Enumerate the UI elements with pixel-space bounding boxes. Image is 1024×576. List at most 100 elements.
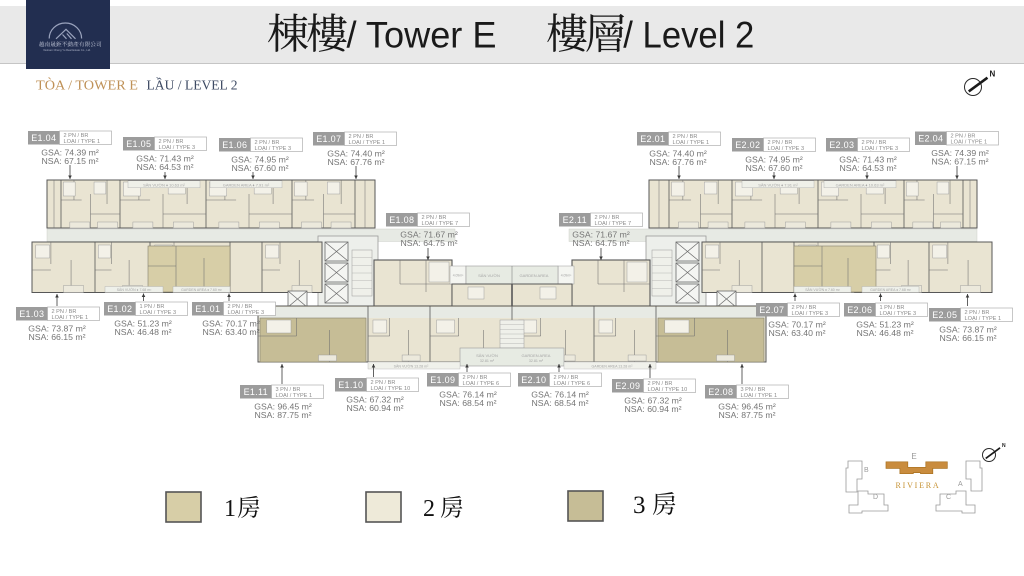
svg-text:NSA: 64.53 m²: NSA: 64.53 m² [137, 162, 194, 172]
svg-text:GSA: 67.32 m²: GSA: 67.32 m² [624, 396, 682, 406]
svg-text:2 PN / BR: 2 PN / BR [673, 134, 698, 140]
svg-text:TÒA / TOWER E: TÒA / TOWER E [36, 78, 138, 93]
svg-text:GSA: 51.23 m²: GSA: 51.23 m² [114, 319, 172, 329]
svg-text:GSA: 74.39 m²: GSA: 74.39 m² [41, 148, 99, 158]
svg-text:32.81 m²: 32.81 m² [480, 359, 495, 363]
svg-text:SÂN VƯỜN ♦ 7.68 m²: SÂN VƯỜN ♦ 7.68 m² [117, 287, 152, 292]
svg-text:NSA: 66.15 m²: NSA: 66.15 m² [940, 333, 997, 343]
svg-text:2 PN / BR: 2 PN / BR [255, 140, 280, 146]
svg-text:GSA: 70.17 m²: GSA: 70.17 m² [202, 319, 260, 329]
svg-text:E1.06: E1.06 [222, 140, 247, 150]
svg-text:LOẠI / TYPE 1: LOẠI / TYPE 1 [741, 393, 778, 399]
svg-text:GSA: 74.95 m²: GSA: 74.95 m² [745, 155, 803, 165]
svg-text:NSA: 63.40 m²: NSA: 63.40 m² [203, 327, 260, 337]
svg-text:E1.09: E1.09 [430, 375, 455, 385]
svg-text:2 PN / BR: 2 PN / BR [792, 305, 817, 311]
svg-text:NSA: 63.40 m²: NSA: 63.40 m² [769, 328, 826, 338]
svg-text:NSA: 68.54 m²: NSA: 68.54 m² [532, 398, 589, 408]
svg-text:E2.04: E2.04 [918, 134, 943, 144]
svg-text:E1.02: E1.02 [107, 304, 132, 314]
svg-text:NSA: 67.76 m²: NSA: 67.76 m² [328, 157, 385, 167]
svg-text:NSA: 64.75 m²: NSA: 64.75 m² [573, 238, 630, 248]
svg-text:NSA: 67.76 m²: NSA: 67.76 m² [650, 157, 707, 167]
svg-text:E1.01: E1.01 [195, 304, 220, 314]
svg-text:2 PN / BR: 2 PN / BR [64, 133, 89, 139]
svg-text:E2.10: E2.10 [521, 375, 546, 385]
svg-text:GSA: 74.40 m²: GSA: 74.40 m² [649, 149, 707, 159]
svg-text:E2.03: E2.03 [829, 140, 854, 150]
svg-text:NSA: 60.94 m²: NSA: 60.94 m² [347, 403, 404, 413]
svg-text:NSA: 67.15 m²: NSA: 67.15 m² [932, 157, 989, 167]
svg-text:SÂN VƯỜN 13.28 m²: SÂN VƯỜN 13.28 m² [394, 364, 430, 369]
svg-text:4.09m²: 4.09m² [561, 274, 572, 278]
svg-text:NSA: 67.60 m²: NSA: 67.60 m² [746, 163, 803, 173]
svg-text:E: E [911, 452, 916, 461]
svg-text:E1.08: E1.08 [389, 215, 414, 225]
svg-text:E2.05: E2.05 [932, 310, 957, 320]
svg-text:LẦU / LEVEL 2: LẦU / LEVEL 2 [147, 78, 238, 93]
svg-text:LOẠI / TYPE 1: LOẠI / TYPE 1 [965, 316, 1002, 322]
svg-text:NSA: 64.53 m²: NSA: 64.53 m² [840, 163, 897, 173]
svg-text:NSA: 46.48 m²: NSA: 46.48 m² [115, 327, 172, 337]
svg-text:2: 2 [423, 496, 435, 522]
svg-text:LOẠI / TYPE 3: LOẠI / TYPE 3 [880, 311, 917, 317]
svg-text:LOẠI / TYPE 3: LOẠI / TYPE 3 [768, 146, 805, 152]
svg-text:LOẠI / TYPE 3: LOẠI / TYPE 3 [792, 311, 829, 317]
svg-text:LOẠI / TYPE 10: LOẠI / TYPE 10 [371, 386, 411, 392]
svg-text:GSA: 76.14 m²: GSA: 76.14 m² [439, 390, 497, 400]
svg-text:LOẠI / TYPE 6: LOẠI / TYPE 6 [554, 381, 591, 387]
svg-text:RIVIERA: RIVIERA [895, 481, 940, 490]
svg-text:2 PN / BR: 2 PN / BR [951, 134, 976, 140]
svg-text:GSA: 74.40 m²: GSA: 74.40 m² [327, 149, 385, 159]
svg-text:C: C [946, 494, 951, 501]
svg-text:/ Tower E: / Tower E [347, 15, 497, 56]
svg-text:E1.11: E1.11 [244, 387, 268, 397]
svg-text:GSA: 73.87 m²: GSA: 73.87 m² [28, 324, 86, 334]
svg-text:3: 3 [633, 492, 646, 519]
svg-text:3 PN / BR: 3 PN / BR [741, 387, 766, 393]
svg-text:E1.04: E1.04 [31, 133, 56, 143]
svg-text:NSA: 67.60 m²: NSA: 67.60 m² [232, 163, 289, 173]
svg-text:E2.07: E2.07 [759, 305, 784, 315]
svg-text:E2.01: E2.01 [640, 134, 665, 144]
svg-text:GARDEN AREA ♦ 7.68 m²: GARDEN AREA ♦ 7.68 m² [870, 288, 912, 292]
svg-text:LOẠI / TYPE 1: LOẠI / TYPE 1 [64, 139, 101, 145]
svg-text:D: D [873, 494, 878, 501]
svg-text:2 PN / BR: 2 PN / BR [965, 310, 990, 316]
svg-text:LOẠI / TYPE 1: LOẠI / TYPE 1 [673, 140, 710, 146]
svg-text:NSA: 87.75 m²: NSA: 87.75 m² [255, 410, 312, 420]
svg-text:N: N [989, 70, 995, 79]
svg-text:GSA: 74.95 m²: GSA: 74.95 m² [231, 155, 289, 165]
svg-text:2 PN / BR: 2 PN / BR [595, 215, 620, 221]
svg-text:2 PN / BR: 2 PN / BR [554, 375, 579, 381]
svg-text:GSA: 74.39 m²: GSA: 74.39 m² [931, 148, 989, 158]
svg-text:GSA: 71.43 m²: GSA: 71.43 m² [839, 155, 897, 165]
svg-text:GARDEN AREA ♦ 7.91 m²: GARDEN AREA ♦ 7.91 m² [223, 183, 270, 188]
svg-text:1 PN / BR: 1 PN / BR [140, 304, 165, 310]
svg-text:LOẠI / TYPE 3: LOẠI / TYPE 3 [255, 146, 292, 152]
svg-text:E1.03: E1.03 [19, 309, 44, 319]
svg-text:2 PN / BR: 2 PN / BR [52, 309, 77, 315]
svg-text:GARDEN AREA: GARDEN AREA [520, 273, 549, 278]
svg-text:2 PN / BR: 2 PN / BR [228, 304, 253, 310]
svg-text:Vietnam Cheng Yu Real Estate C: Vietnam Cheng Yu Real Estate Co., Ltd. [43, 48, 91, 52]
svg-text:E2.09: E2.09 [615, 381, 640, 391]
svg-text:SÂN VƯỜN ♦ 7.60 m²: SÂN VƯỜN ♦ 7.60 m² [805, 287, 840, 292]
svg-text:LOẠI / TYPE 1: LOẠI / TYPE 1 [276, 393, 313, 399]
svg-text:LOẠI / TYPE 1: LOẠI / TYPE 1 [52, 315, 89, 321]
svg-text:GSA: 73.87 m²: GSA: 73.87 m² [939, 325, 997, 335]
svg-text:SÂN VƯỜN: SÂN VƯỜN [476, 353, 498, 358]
svg-text:B: B [864, 467, 869, 474]
svg-text:LOẠI / TYPE 7: LOẠI / TYPE 7 [595, 221, 632, 227]
svg-text:LOẠI / TYPE 3: LOẠI / TYPE 3 [140, 310, 177, 316]
svg-text:2 PN / BR: 2 PN / BR [768, 140, 793, 146]
svg-text:NSA: 64.75 m²: NSA: 64.75 m² [401, 238, 458, 248]
svg-text:GARDEN AREA ♦ 7.60 m²: GARDEN AREA ♦ 7.60 m² [181, 288, 223, 292]
svg-text:LOẠI / TYPE 3: LOẠI / TYPE 3 [228, 310, 265, 316]
svg-text:GSA: 71.67 m²: GSA: 71.67 m² [400, 230, 458, 240]
svg-text:LOẠI / TYPE 1: LOẠI / TYPE 1 [349, 140, 386, 146]
svg-text:E1.10: E1.10 [338, 380, 363, 390]
svg-text:GSA: 71.43 m²: GSA: 71.43 m² [136, 154, 194, 164]
svg-text:4.09m²: 4.09m² [453, 274, 464, 278]
svg-text:GSA: 70.17 m²: GSA: 70.17 m² [768, 320, 826, 330]
